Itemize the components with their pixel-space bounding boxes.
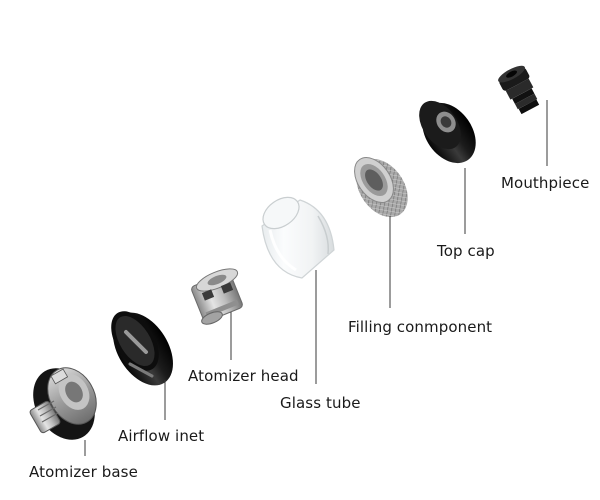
label-top-cap: Top cap (437, 242, 495, 260)
filling-component-part (354, 157, 408, 218)
label-atomizer-head: Atomizer head (188, 367, 299, 385)
label-mouthpiece: Mouthpiece (501, 174, 590, 192)
leader-lines (84, 100, 548, 456)
label-airflow-inlet: Airflow inet (118, 427, 205, 445)
label-filling-component: Filling conmponent (348, 318, 493, 336)
glass-tube-part (261, 196, 335, 279)
atomizer-head-part (191, 268, 243, 325)
label-atomizer-base: Atomizer base (29, 463, 138, 481)
mouthpiece-part (498, 65, 540, 115)
top-cap-part (419, 100, 476, 164)
atomizer-base-part (29, 367, 97, 440)
airflow-inlet-part (111, 311, 173, 386)
label-glass-tube: Glass tube (280, 394, 361, 412)
